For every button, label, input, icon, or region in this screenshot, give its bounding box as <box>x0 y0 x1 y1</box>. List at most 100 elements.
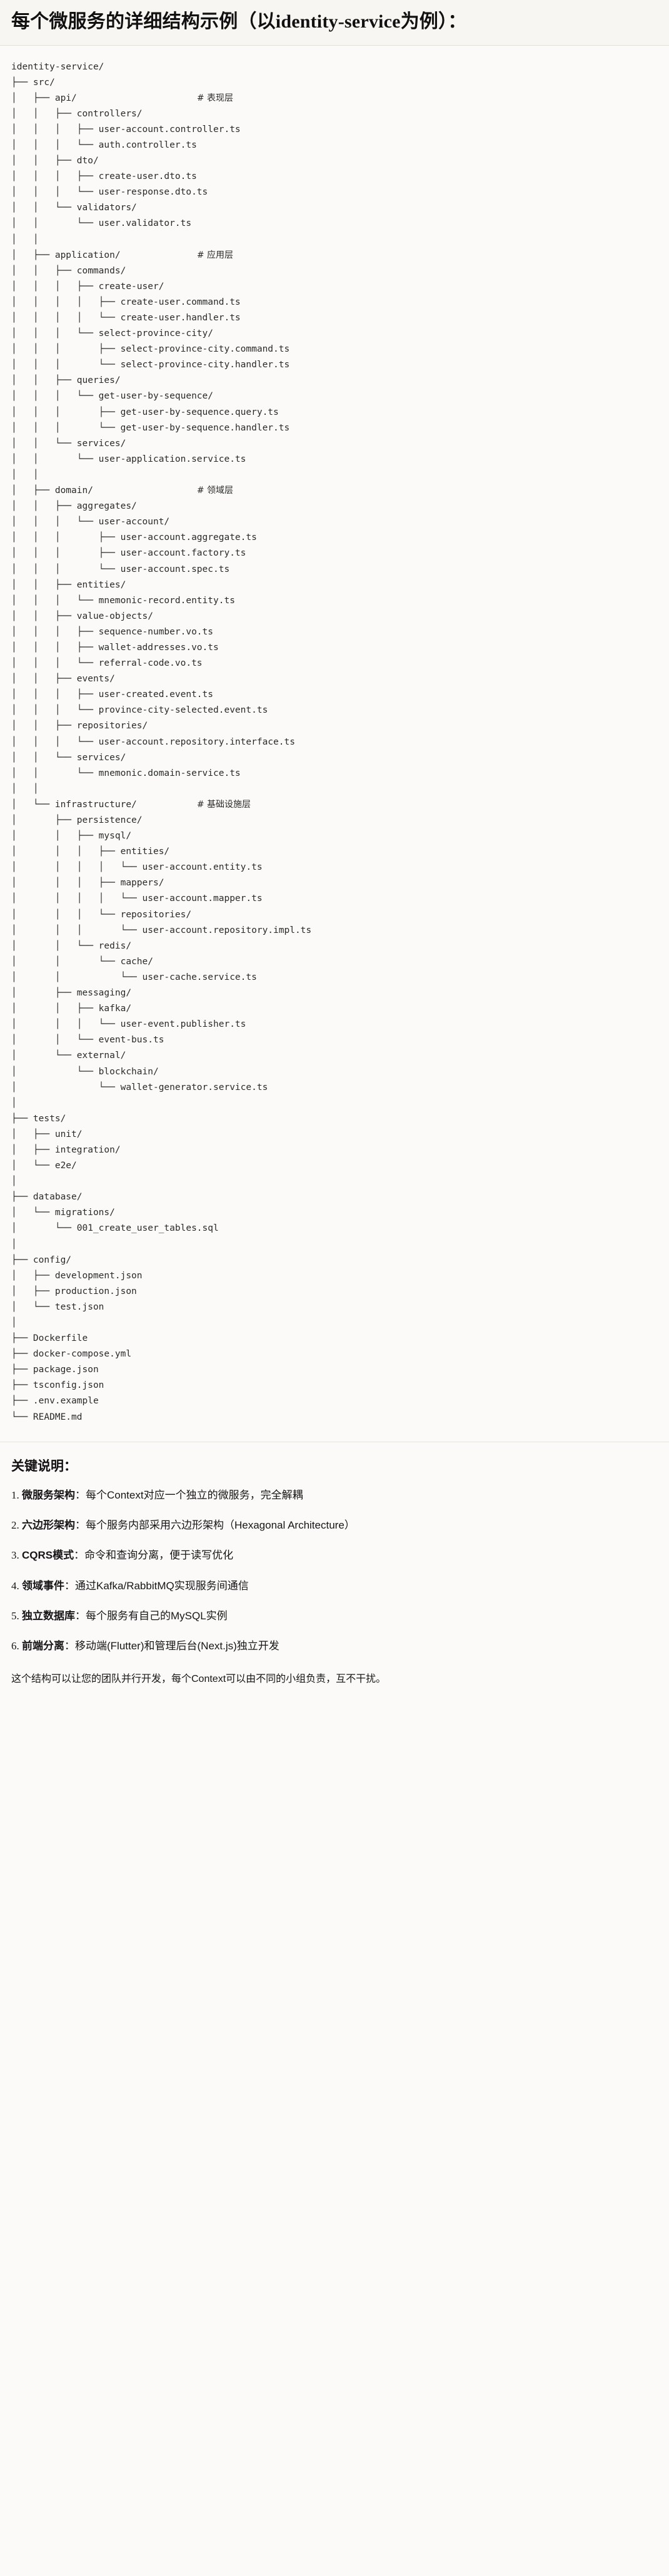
tree-line: │ └── infrastructure/ # 基础设施层 <box>11 797 658 813</box>
tree-node-path: │ │ ├── controllers/ <box>11 108 143 119</box>
tree-node-path: │ ├── persistence/ <box>11 815 143 825</box>
tree-node-path: │ └── migrations/ <box>11 1208 115 1218</box>
tree-line: ├── tsconfig.json <box>11 1378 658 1393</box>
tree-node-path: │ <box>11 1239 17 1250</box>
tree-node-path: │ │ <box>11 469 39 480</box>
tree-line: │ ├── unit/ <box>11 1127 658 1143</box>
tree-node-path: ├── docker-compose.yml <box>11 1349 132 1360</box>
key-notes-title: 关键说明： <box>11 1459 77 1474</box>
tree-node-path: │ │ │ ├── user-account.factory.ts <box>11 548 246 559</box>
tree-line: │ <box>11 1096 658 1111</box>
tree-line: ├── Dockerfile <box>11 1331 658 1347</box>
tree-line: │ │ ├── entities/ <box>11 578 658 593</box>
key-note-text: ：每个Context对应一个独立的微服务，完全解耦 <box>75 1489 303 1501</box>
tree-node-path: │ │ │ └── mnemonic-record.entity.ts <box>11 595 235 606</box>
tree-line: │ │ │ ├── user-account.factory.ts <box>11 546 658 561</box>
tree-node-path: │ │ ├── entities/ <box>11 579 126 590</box>
tree-node-path: │ ├── api/ <box>11 93 77 103</box>
tree-line: │ ├── messaging/ <box>11 985 658 1001</box>
tree-node-path: │ │ ├── dto/ <box>11 156 99 166</box>
tree-node-path: ├── src/ <box>11 77 55 88</box>
tree-node-path: │ │ │ └── referral-code.vo.ts <box>11 658 203 669</box>
tree-node-path: │ │ │ │ └── user-account.entity.ts <box>11 862 263 873</box>
tree-node-path: │ │ └── user.validator.ts <box>11 218 192 229</box>
tree-node-path: ├── tests/ <box>11 1113 66 1124</box>
key-note-item: 3. CQRS模式：命令和查询分离，便于读写优化 <box>11 1547 658 1564</box>
tree-line: │ │ └── services/ <box>11 436 658 452</box>
tree-node-path: │ <box>11 1318 17 1328</box>
key-note-label: 前端分离 <box>22 1640 64 1652</box>
tree-line: │ │ └── services/ <box>11 750 658 766</box>
tree-node-path: │ └── blockchain/ <box>11 1066 159 1077</box>
tree-node-path: │ │ │ ├── user-account.aggregate.ts <box>11 532 257 543</box>
tree-node-path: │ │ └── user-cache.service.ts <box>11 972 257 982</box>
key-note-item: 4. 领域事件：通过Kafka/RabbitMQ实现服务间通信 <box>11 1578 658 1594</box>
tree-node-path: │ │ │ └── get-user-by-sequence.handler.t… <box>11 422 290 433</box>
tree-node-path: ├── config/ <box>11 1255 72 1265</box>
tree-node-path: │ │ │ └── province-city-selected.event.t… <box>11 705 268 716</box>
tree-node-path: │ └── infrastructure/ <box>11 799 137 810</box>
tree-node-path: │ │ └── services/ <box>11 438 126 449</box>
tree-node-path: │ │ │ ├── user-account.controller.ts <box>11 124 241 135</box>
tree-line: │ │ <box>11 467 658 483</box>
closing-note: 这个结构可以让您的团队并行开发，每个Context可以由不同的小组负责，互不干扰… <box>11 1673 386 1684</box>
tree-line: │ <box>11 1315 658 1331</box>
tree-line: │ └── e2e/ <box>11 1158 658 1174</box>
tree-line: │ │ │ └── user-account/ <box>11 514 658 530</box>
tree-node-path: │ <box>11 1097 17 1108</box>
tree-node-path: │ │ │ ├── entities/ <box>11 847 170 857</box>
tree-node-path: │ └── 001_create_user_tables.sql <box>11 1223 219 1234</box>
key-note-text: ：每个服务内部采用六边形架构（Hexagonal Architecture） <box>75 1519 355 1531</box>
tree-node-path: ├── .env.example <box>11 1396 99 1407</box>
tree-line: │ │ │ ├── get-user-by-sequence.query.ts <box>11 405 658 420</box>
tree-node-path: └── README.md <box>11 1412 83 1422</box>
tree-line: ├── config/ <box>11 1253 658 1268</box>
tree-node-path: │ │ <box>11 234 39 245</box>
key-note-number: 2. <box>11 1519 19 1531</box>
tree-node-path: ├── Dockerfile <box>11 1333 88 1344</box>
tree-node-path: │ │ │ └── repositories/ <box>11 909 192 920</box>
tree-line: │ │ │ │ ├── create-user.command.ts <box>11 295 658 310</box>
tree-line: │ └── wallet-generator.service.ts <box>11 1080 658 1096</box>
tree-line: │ │ │ └── user-account.repository.impl.t… <box>11 923 658 939</box>
tree-node-path: │ │ │ └── auth.controller.ts <box>11 140 197 150</box>
tree-line: │ ├── persistence/ <box>11 813 658 828</box>
tree-line: │ │ └── user-application.service.ts <box>11 452 658 467</box>
key-notes-list: 1. 微服务架构：每个Context对应一个独立的微服务，完全解耦 2. 六边形架… <box>11 1487 658 1655</box>
tree-node-path: │ │ │ └── get-user-by-sequence/ <box>11 391 214 402</box>
key-notes-block: 关键说明： 1. 微服务架构：每个Context对应一个独立的微服务，完全解耦 2… <box>0 1442 669 1704</box>
tree-node-path: │ │ │ └── user-event.publisher.ts <box>11 1019 246 1030</box>
tree-node-path: │ │ └── cache/ <box>11 956 153 967</box>
tree-node-path: │ ├── production.json <box>11 1286 137 1296</box>
tree-node-path: │ │ ├── commands/ <box>11 265 126 276</box>
tree-line: ├── package.json <box>11 1362 658 1378</box>
key-note-text: ：命令和查询分离，便于读写优化 <box>74 1549 234 1562</box>
tree-node-path: ├── package.json <box>11 1365 99 1375</box>
tree-node-path: │ ├── unit/ <box>11 1129 83 1139</box>
key-note-label: 六边形架构 <box>22 1519 75 1531</box>
tree-node-path: │ │ │ └── user-account.spec.ts <box>11 564 230 574</box>
page-title: 每个微服务的详细结构示例（以identity-service为例）： <box>11 11 467 32</box>
key-note-number: 6. <box>11 1640 19 1652</box>
tree-line: │ └── external/ <box>11 1048 658 1064</box>
tree-node-path: │ │ │ ├── sequence-number.vo.ts <box>11 626 214 637</box>
tree-node-path: │ │ ├── repositories/ <box>11 721 148 731</box>
tree-line: │ └── 001_create_user_tables.sql <box>11 1221 658 1236</box>
key-note-label: 微服务架构 <box>22 1489 75 1501</box>
tree-layer-comment: # 应用层 <box>196 250 234 260</box>
key-note-item: 5. 独立数据库：每个服务有自己的MySQL实例 <box>11 1608 658 1624</box>
key-note-item: 1. 微服务架构：每个Context对应一个独立的微服务，完全解耦 <box>11 1487 658 1504</box>
key-note-label: CQRS模式 <box>22 1549 74 1562</box>
key-note-number: 4. <box>11 1579 19 1592</box>
tree-node-path: │ │ └── services/ <box>11 752 126 763</box>
tree-line: │ │ │ └── repositories/ <box>11 907 658 923</box>
tree-line: │ │ ├── dto/ <box>11 153 658 169</box>
tree-line: │ └── test.json <box>11 1300 658 1315</box>
tree-line: │ │ └── validators/ <box>11 200 658 216</box>
tree-line: │ └── migrations/ <box>11 1205 658 1221</box>
tree-line: │ │ │ │ └── user-account.mapper.ts <box>11 891 658 907</box>
key-note-item: 2. 六边形架构：每个服务内部采用六边形架构（Hexagonal Archite… <box>11 1517 658 1534</box>
tree-node-path: │ │ └── mnemonic.domain-service.ts <box>11 768 241 778</box>
tree-line: │ <box>11 1174 658 1189</box>
tree-node-path: identity-service/ <box>11 61 104 72</box>
